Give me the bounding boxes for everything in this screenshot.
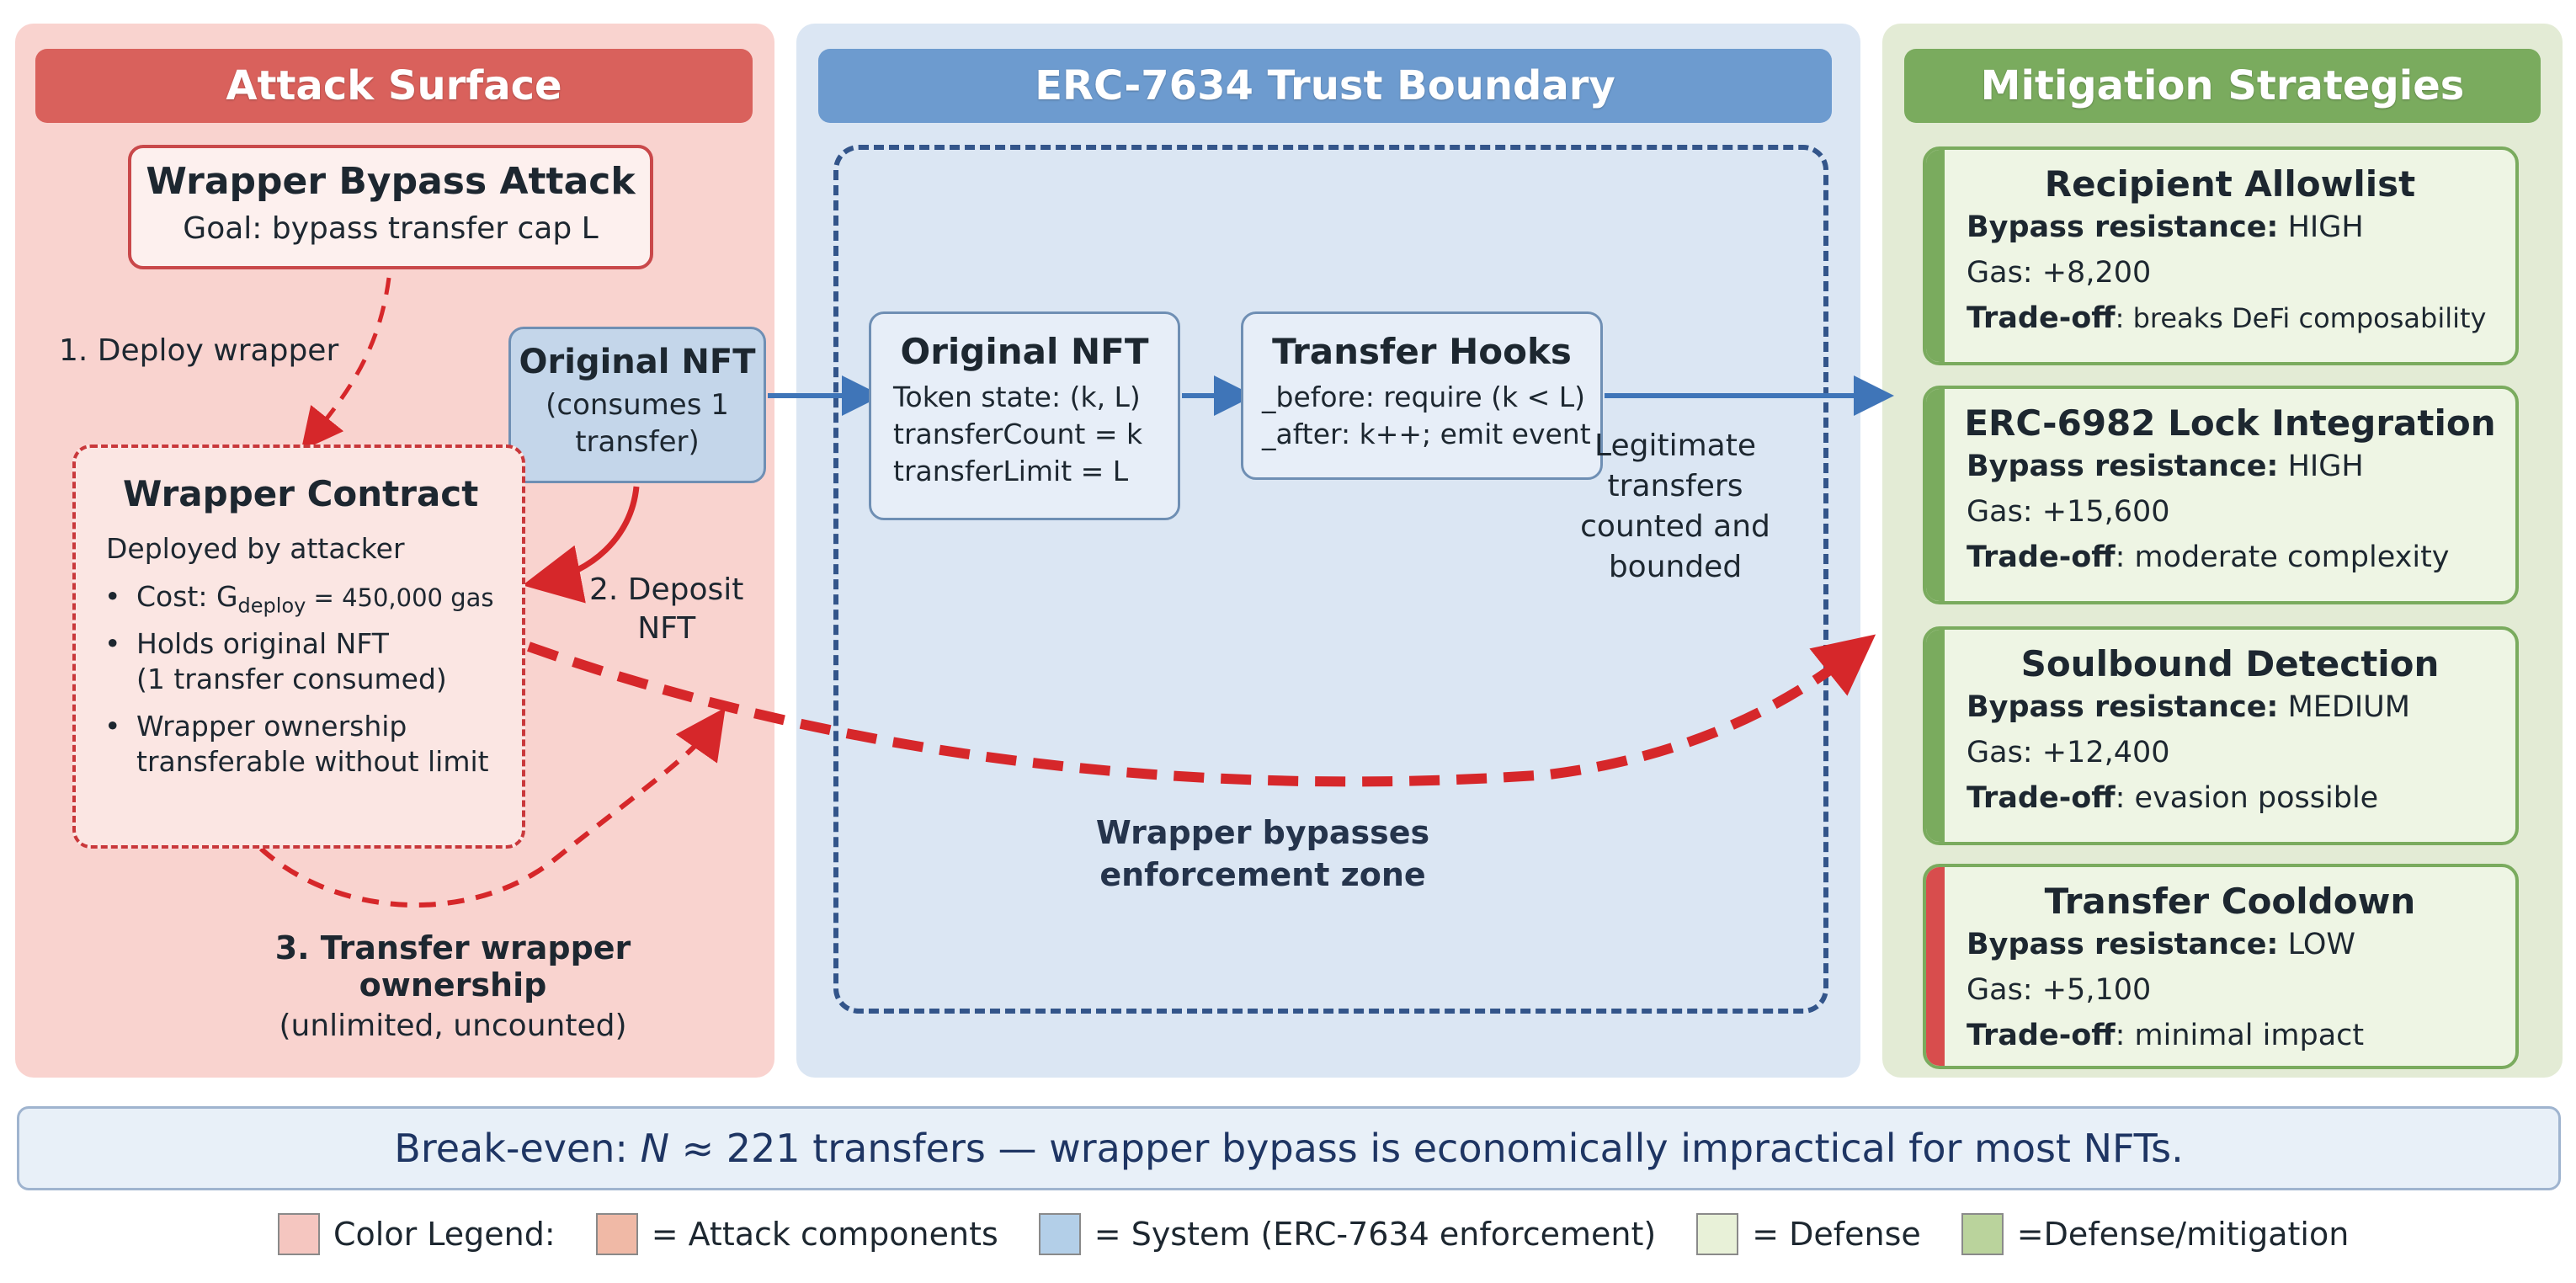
bypass-attack-title: Wrapper Bypass Attack bbox=[146, 160, 636, 203]
card-title: Soulbound Detection bbox=[2020, 643, 2440, 684]
legend-swatch bbox=[278, 1213, 320, 1255]
original-nft-line1: (consumes 1 bbox=[546, 388, 729, 422]
card-tradeoff: Trade-off: minimal impact bbox=[1967, 1019, 2365, 1052]
legend-swatch bbox=[595, 1213, 638, 1255]
card-gas: Gas: +12,400 bbox=[1967, 736, 2170, 769]
card-stripe bbox=[1926, 389, 1945, 601]
nft-state-title: Original NFT bbox=[900, 331, 1149, 372]
legend-item: = Defense bbox=[1696, 1213, 1921, 1255]
card-stripe bbox=[1926, 630, 1945, 842]
card-gas: Gas: +8,200 bbox=[1967, 256, 2152, 290]
hook-before: _before: require (k < L) bbox=[1262, 381, 1585, 413]
ownership-arrow bbox=[258, 707, 726, 908]
card-title: Transfer Cooldown bbox=[2044, 881, 2416, 922]
trust-boundary-title: ERC-7634 Trust Boundary bbox=[818, 49, 1832, 123]
attack-surface-title: Attack Surface bbox=[35, 49, 753, 123]
legend-item: =Defense/mitigation bbox=[1961, 1213, 2349, 1255]
card-gas: Gas: +15,600 bbox=[1967, 495, 2170, 529]
original-nft-line2: transfer) bbox=[575, 425, 700, 459]
color-legend: Color Legend: = Attack components = Syst… bbox=[278, 1209, 2389, 1259]
transfer-hooks-title: Transfer Hooks bbox=[1272, 331, 1572, 372]
deposit-arrow bbox=[522, 486, 640, 604]
original-nft-title: Original NFT bbox=[519, 343, 756, 381]
wrapper-contract-title: Wrapper Contract bbox=[123, 473, 479, 514]
bullet-holds: Holds original NFT(1 transfer consumed) bbox=[103, 626, 447, 697]
legend-item: = Attack components bbox=[595, 1213, 998, 1255]
enforcement-zone bbox=[833, 145, 1828, 1014]
step-deploy-label: 1. Deploy wrapper bbox=[59, 333, 339, 368]
legend-swatch bbox=[1038, 1213, 1081, 1255]
mitigation-card-soulbound-detection: Soulbound Detection Bypass resistance: M… bbox=[1923, 626, 2519, 845]
legend-item: = System (ERC-7634 enforcement) bbox=[1038, 1213, 1656, 1255]
step-transfer-ownership-label: 3. Transfer wrapper ownership (unlimited… bbox=[274, 929, 631, 1043]
mitigation-card-recipient-allowlist: Recipient Allowlist Bypass resistance: H… bbox=[1923, 146, 2519, 365]
hook-after: _after: k++; emit event bbox=[1262, 418, 1591, 450]
card-stripe bbox=[1926, 867, 1945, 1066]
nft-token-state: Token state: (k, L) bbox=[893, 381, 1141, 413]
wrapper-bypass-attack-box: Wrapper Bypass Attack Goal: bypass trans… bbox=[128, 145, 653, 269]
card-title: ERC-6982 Lock Integration bbox=[1964, 402, 2496, 444]
mitigation-title: Mitigation Strategies bbox=[1904, 49, 2541, 123]
trust-boundary-panel bbox=[796, 24, 1860, 1078]
bypass-arrow bbox=[526, 634, 1876, 787]
legitimate-transfers-label: Legitimate transfers counted and bounded bbox=[1580, 429, 1770, 584]
step-deposit-label: 2. Deposit NFT bbox=[589, 572, 744, 646]
card-stripe bbox=[1926, 150, 1945, 362]
nft-transfer-limit: transferLimit = L bbox=[893, 455, 1129, 487]
legend-item: Color Legend: bbox=[278, 1213, 556, 1255]
nft-transfer-count: transferCount = k bbox=[893, 418, 1143, 450]
card-tradeoff: Trade-off: evasion possible bbox=[1967, 781, 2379, 815]
original-nft-state-box: Original NFT Token state: (k, L) transfe… bbox=[869, 311, 1180, 520]
legend-swatch bbox=[1696, 1213, 1739, 1255]
card-title: Recipient Allowlist bbox=[2044, 163, 2416, 205]
transfer-hooks-box: Transfer Hooks _before: require (k < L) … bbox=[1241, 311, 1603, 480]
card-tradeoff: Trade-off: breaks DeFi composability bbox=[1967, 301, 2487, 335]
break-even-banner: Break-even: N ≈ 221 transfers — wrapper … bbox=[17, 1106, 2561, 1190]
bypass-attack-goal: Goal: bypass transfer cap L bbox=[183, 211, 599, 246]
wrapper-contract-box: Wrapper Contract Deployed by attacker Co… bbox=[72, 445, 525, 849]
original-nft-attack-box: Original NFT (consumes 1 transfer) bbox=[508, 327, 766, 483]
card-resistance: Bypass resistance: LOW bbox=[1967, 928, 2355, 961]
mitigation-card-transfer-cooldown: Transfer Cooldown Bypass resistance: LOW… bbox=[1923, 864, 2519, 1069]
wrapper-contract-subtitle: Deployed by attacker bbox=[106, 532, 405, 565]
card-resistance: Bypass resistance: HIGH bbox=[1967, 210, 2364, 244]
card-gas: Gas: +5,100 bbox=[1967, 973, 2152, 1007]
card-resistance: Bypass resistance: HIGH bbox=[1967, 450, 2364, 483]
bypass-zone-label: Wrapper bypasses enforcement zone bbox=[1095, 814, 1430, 893]
card-tradeoff: Trade-off: moderate complexity bbox=[1967, 540, 2450, 574]
card-resistance: Bypass resistance: MEDIUM bbox=[1967, 690, 2410, 724]
legend-swatch bbox=[1961, 1213, 2004, 1255]
deploy-arrow bbox=[301, 277, 391, 451]
mitigation-card-erc6982-lock: ERC-6982 Lock Integration Bypass resista… bbox=[1923, 386, 2519, 604]
bullet-cost: Cost: Gdeploy = 450,000 gas bbox=[103, 579, 494, 624]
